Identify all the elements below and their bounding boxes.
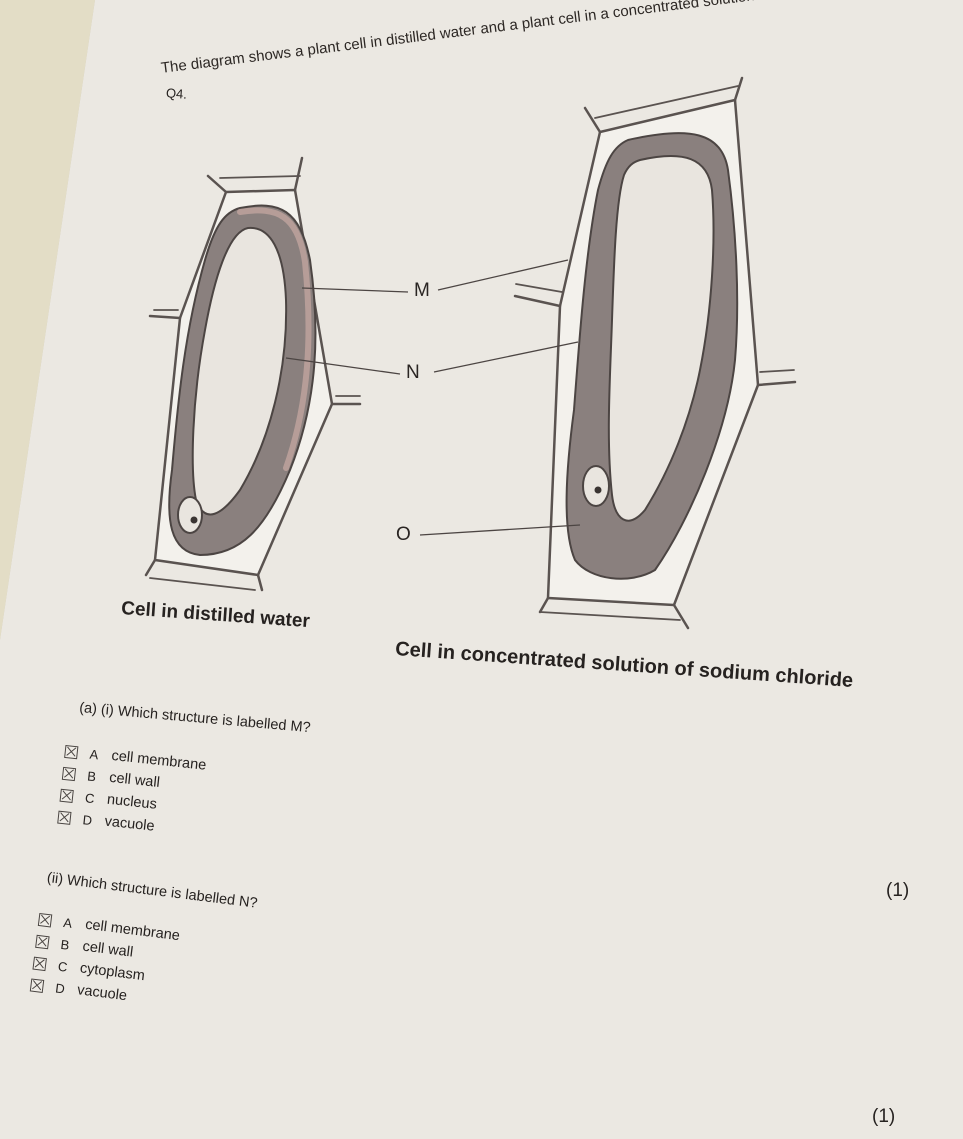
question-number: Q4. bbox=[165, 85, 188, 102]
right-vacuole bbox=[607, 154, 715, 522]
checkbox-icon[interactable] bbox=[61, 766, 77, 781]
option-text: cell wall bbox=[108, 769, 161, 791]
checkbox-icon[interactable] bbox=[57, 810, 72, 825]
option-letter: C bbox=[84, 789, 96, 806]
options-a-ii: A cell membrane B cell wall C cytoplasm … bbox=[29, 908, 181, 1013]
marks-a-ii: (1) bbox=[872, 1106, 896, 1127]
option-letter: D bbox=[54, 980, 66, 997]
option-letter: A bbox=[62, 914, 73, 931]
label-lines bbox=[285, 259, 581, 536]
checkbox-icon[interactable] bbox=[29, 977, 45, 993]
option-text: nucleus bbox=[106, 791, 158, 813]
label-m: M bbox=[414, 280, 430, 301]
checkbox-icon[interactable] bbox=[64, 744, 79, 759]
option-text: cell wall bbox=[81, 938, 134, 961]
options-a-i: A cell membrane B cell wall C nucleus D … bbox=[57, 740, 208, 842]
checkbox-icon[interactable] bbox=[35, 934, 50, 949]
option-letter: A bbox=[88, 746, 100, 762]
checkbox-icon[interactable] bbox=[37, 912, 53, 927]
right-nucleus bbox=[582, 465, 610, 507]
label-n: N bbox=[406, 362, 420, 383]
option-text: vacuole bbox=[76, 982, 128, 1005]
option-text: vacuole bbox=[103, 813, 156, 835]
option-letter: B bbox=[86, 767, 97, 784]
option-letter: D bbox=[82, 811, 93, 828]
option-letter: C bbox=[57, 958, 69, 975]
label-o: O bbox=[396, 524, 411, 545]
right-cell bbox=[513, 76, 797, 630]
left-cell bbox=[144, 156, 362, 592]
option-letter: B bbox=[59, 936, 71, 953]
marks-a-i: (1) bbox=[886, 880, 910, 901]
checkbox-icon[interactable] bbox=[59, 788, 74, 803]
left-nucleus bbox=[177, 496, 203, 534]
checkbox-icon[interactable] bbox=[32, 956, 47, 971]
left-vacuole bbox=[191, 226, 288, 516]
